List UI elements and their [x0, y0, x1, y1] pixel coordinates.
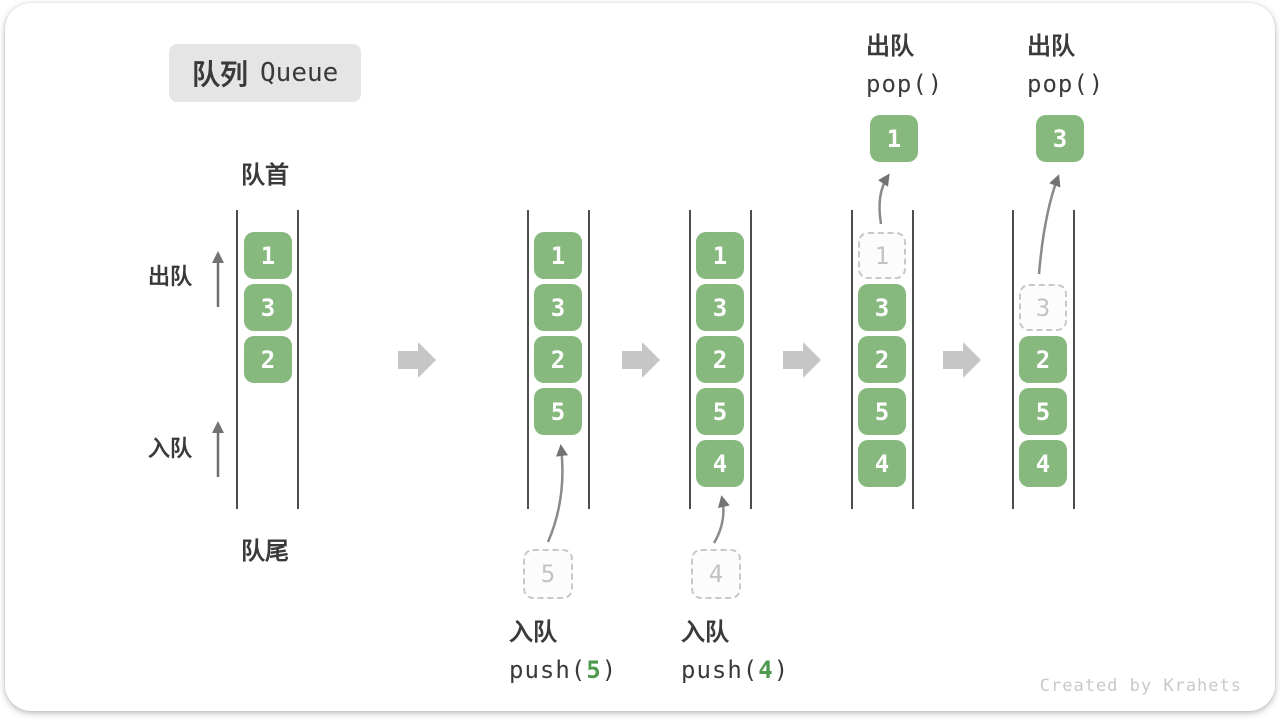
push-4-operation-label: 入队 push(4) [681, 619, 789, 684]
queue-item: 1 [244, 232, 292, 279]
title-badge: 队列 Queue [169, 44, 362, 102]
push-4-code-arg: 4 [758, 656, 774, 684]
push-4-curved-arrow-icon [712, 495, 730, 544]
queue-item: 3 [858, 284, 906, 331]
queue-item: 5 [858, 388, 906, 435]
push-5-operation-label: 入队 push(5) [509, 619, 617, 684]
pop-3-curved-arrow-icon [1037, 174, 1061, 275]
pop-2-label-zh: 出队 [1027, 33, 1075, 60]
queue-item: 3 [244, 284, 292, 331]
push-4-label-zh: 入队 [681, 619, 729, 646]
right-arrow-icon [622, 342, 660, 378]
popped-item: 1 [870, 115, 918, 162]
staged-item-dashed-box: 4 [691, 549, 741, 599]
queue-item: 2 [696, 336, 744, 383]
watermark-credit: Created by Krahets [1039, 676, 1242, 696]
ghost-item-dashed-box: 3 [1019, 284, 1067, 331]
queue-item: 2 [534, 336, 582, 383]
push-4-code-suffix: ) [773, 656, 790, 684]
push-4-code-prefix: push( [681, 656, 759, 684]
queue-item: 5 [1019, 388, 1067, 435]
push-5-curved-arrow-icon [546, 444, 569, 543]
queue-item: 1 [696, 232, 744, 279]
title-en: Queue [260, 58, 339, 88]
queue-item: 3 [696, 284, 744, 331]
push-4-code: push(4) [681, 656, 789, 684]
popped-item: 3 [1036, 115, 1084, 162]
push-5-code-prefix: push( [509, 656, 587, 684]
staged-item-dashed-box: 5 [523, 549, 573, 599]
push-5-label-zh: 入队 [509, 619, 557, 646]
queue-item: 5 [696, 388, 744, 435]
push-5-code: push(5) [509, 656, 617, 684]
push-5-code-suffix: ) [601, 656, 618, 684]
pop-1-operation-label: 出队 pop() [866, 33, 943, 98]
queue-item: 1 [534, 232, 582, 279]
right-arrow-icon [398, 342, 436, 378]
enqueue-side-label: 入队 [147, 436, 192, 461]
pop-1-curved-arrow-icon [878, 173, 890, 225]
queue-item: 2 [858, 336, 906, 383]
dequeue-side-label: 出队 [147, 264, 192, 289]
queue-item: 4 [858, 440, 906, 487]
queue-rear-label: 队尾 [241, 538, 289, 565]
queue-item: 3 [534, 284, 582, 331]
queue-item: 4 [696, 440, 744, 487]
right-arrow-icon [943, 342, 981, 378]
queue-item: 2 [244, 336, 292, 383]
push-5-code-arg: 5 [586, 656, 602, 684]
pop-2-operation-label: 出队 pop() [1027, 33, 1104, 98]
queue-item: 4 [1019, 440, 1067, 487]
ghost-item-dashed-box: 1 [858, 232, 906, 279]
right-arrow-icon [783, 342, 821, 378]
title-zh: 队列 [192, 59, 249, 90]
pop-1-code: pop() [866, 70, 944, 98]
queue-item: 5 [534, 388, 582, 435]
pop-1-label-zh: 出队 [866, 33, 914, 60]
pop-2-code: pop() [1027, 70, 1105, 98]
queue-item: 2 [1019, 336, 1067, 383]
queue-front-label: 队首 [241, 162, 289, 189]
